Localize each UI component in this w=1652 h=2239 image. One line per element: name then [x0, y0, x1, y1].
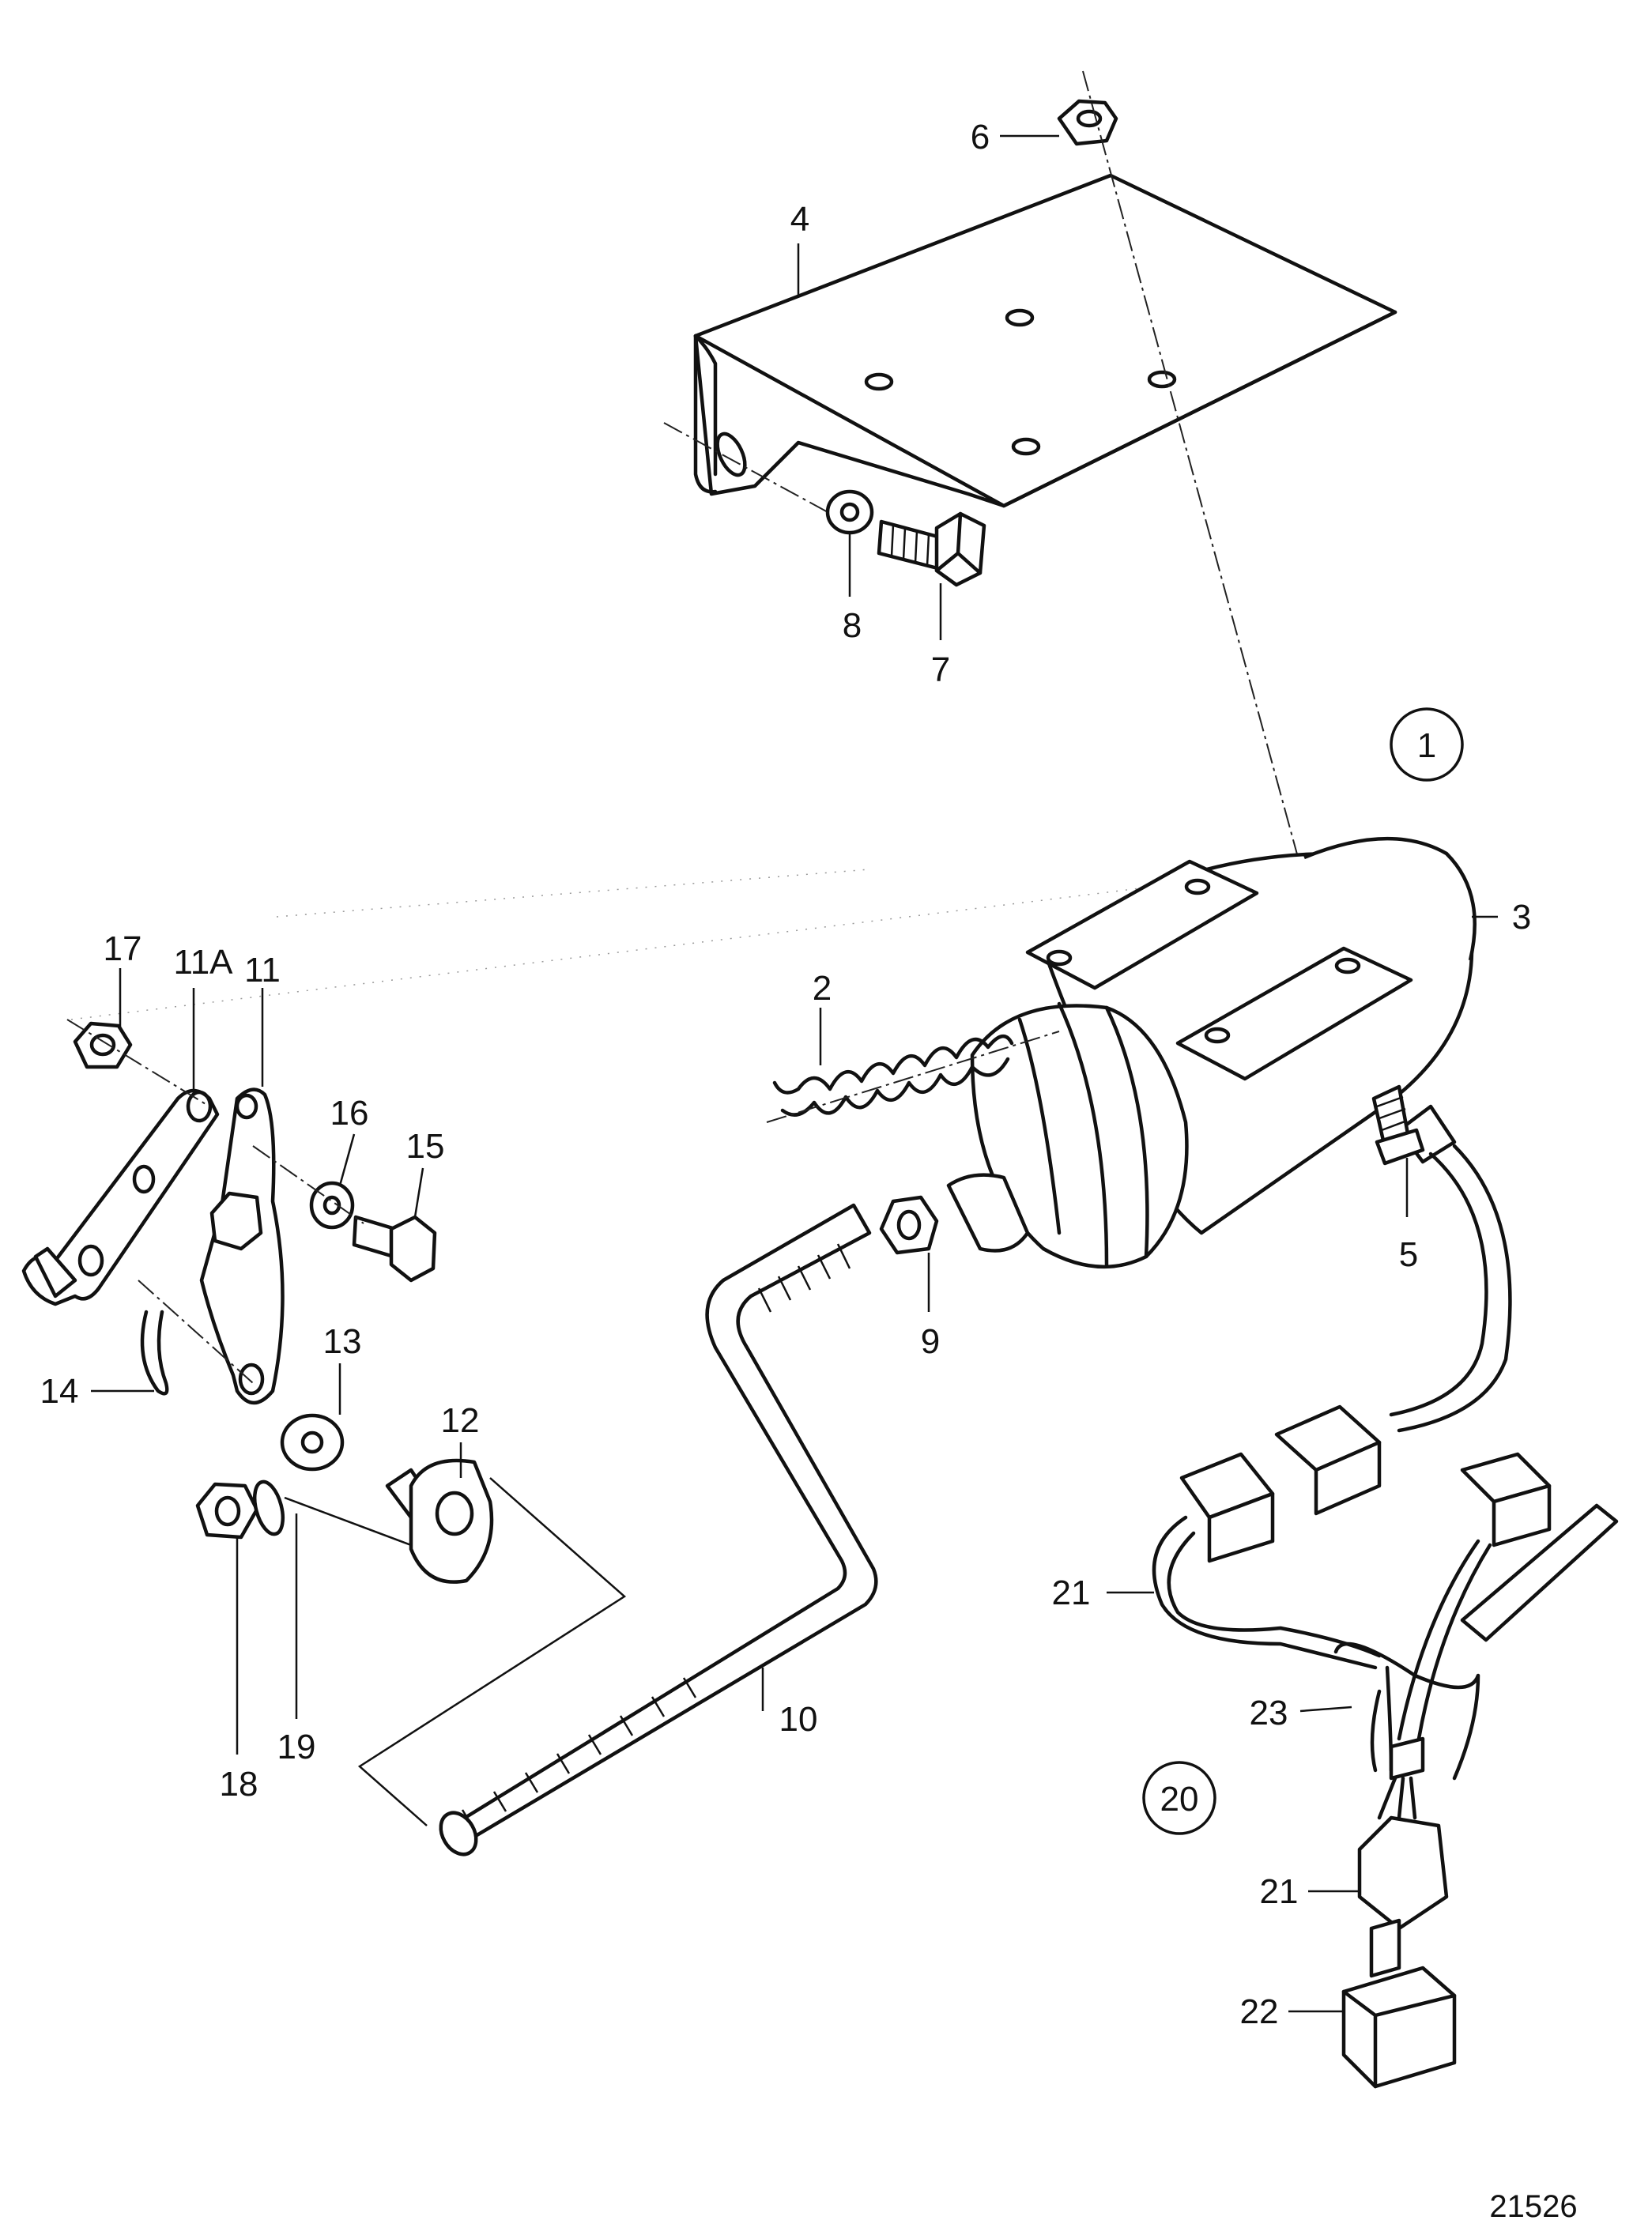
- callout-4: 4: [790, 200, 809, 239]
- mounting-bracket: [663, 173, 1397, 518]
- callout-11: 11: [244, 951, 281, 989]
- rod-end-washer: [252, 1479, 285, 1536]
- lever-nut: [66, 1019, 210, 1107]
- lever-arm: [199, 1087, 285, 1405]
- rod-end-fitting: [385, 1458, 494, 1584]
- lever-plate: [21, 1088, 220, 1306]
- cotter-pin: [138, 1280, 254, 1396]
- callout-19: 19: [277, 1728, 316, 1766]
- figure-number: 21526: [1489, 2189, 1577, 2224]
- callout-10: 10: [779, 1700, 818, 1739]
- leader-lines: [91, 134, 1498, 2013]
- callout-8: 8: [843, 606, 862, 645]
- linkage-rod: [439, 1203, 878, 1856]
- callout-circle-1: [1390, 707, 1464, 782]
- stop-solenoid: [946, 837, 1477, 1269]
- callout-23: 23: [1250, 1694, 1288, 1732]
- lever-washer: [309, 1181, 355, 1230]
- callout-22: 22: [1240, 1992, 1279, 2031]
- assembly-outline: [284, 1477, 627, 1826]
- callout-1: 1: [1417, 726, 1436, 765]
- callout-21-upper: 21: [1052, 1574, 1091, 1612]
- bracket-bolt: [877, 511, 986, 587]
- callout-20: 20: [1160, 1780, 1199, 1819]
- callout-9: 9: [921, 1322, 940, 1361]
- wiring-harness: [1152, 1144, 1619, 2089]
- callout-21-lower: 21: [1260, 1872, 1299, 1911]
- callout-14: 14: [40, 1372, 79, 1411]
- callout-12: 12: [441, 1401, 480, 1440]
- callout-3: 3: [1512, 898, 1531, 937]
- callout-13: 13: [323, 1322, 362, 1361]
- callout-2: 2: [813, 969, 832, 1008]
- solenoid-screw: [1371, 1084, 1425, 1166]
- callout-15: 15: [406, 1127, 445, 1166]
- callout-labels: 1 2 3 4 5 6 7 8 9 10 11 11A 12 13 14 15 …: [40, 118, 1532, 2031]
- bracket-washer: [825, 489, 874, 535]
- nut-top: [1057, 70, 1337, 997]
- rod-end-nut: [195, 1482, 259, 1540]
- callout-11a: 11A: [173, 943, 233, 982]
- callout-5: 5: [1399, 1235, 1418, 1274]
- callout-16: 16: [330, 1094, 369, 1133]
- return-spring: [766, 1031, 1060, 1123]
- pivot-washer: [280, 1413, 345, 1472]
- callout-7: 7: [931, 650, 950, 689]
- rod-lock-nut: [879, 1195, 939, 1255]
- callout-circle-20: [1142, 1761, 1216, 1835]
- callout-18: 18: [220, 1765, 258, 1804]
- callout-6: 6: [971, 118, 990, 156]
- callout-17: 17: [104, 929, 142, 968]
